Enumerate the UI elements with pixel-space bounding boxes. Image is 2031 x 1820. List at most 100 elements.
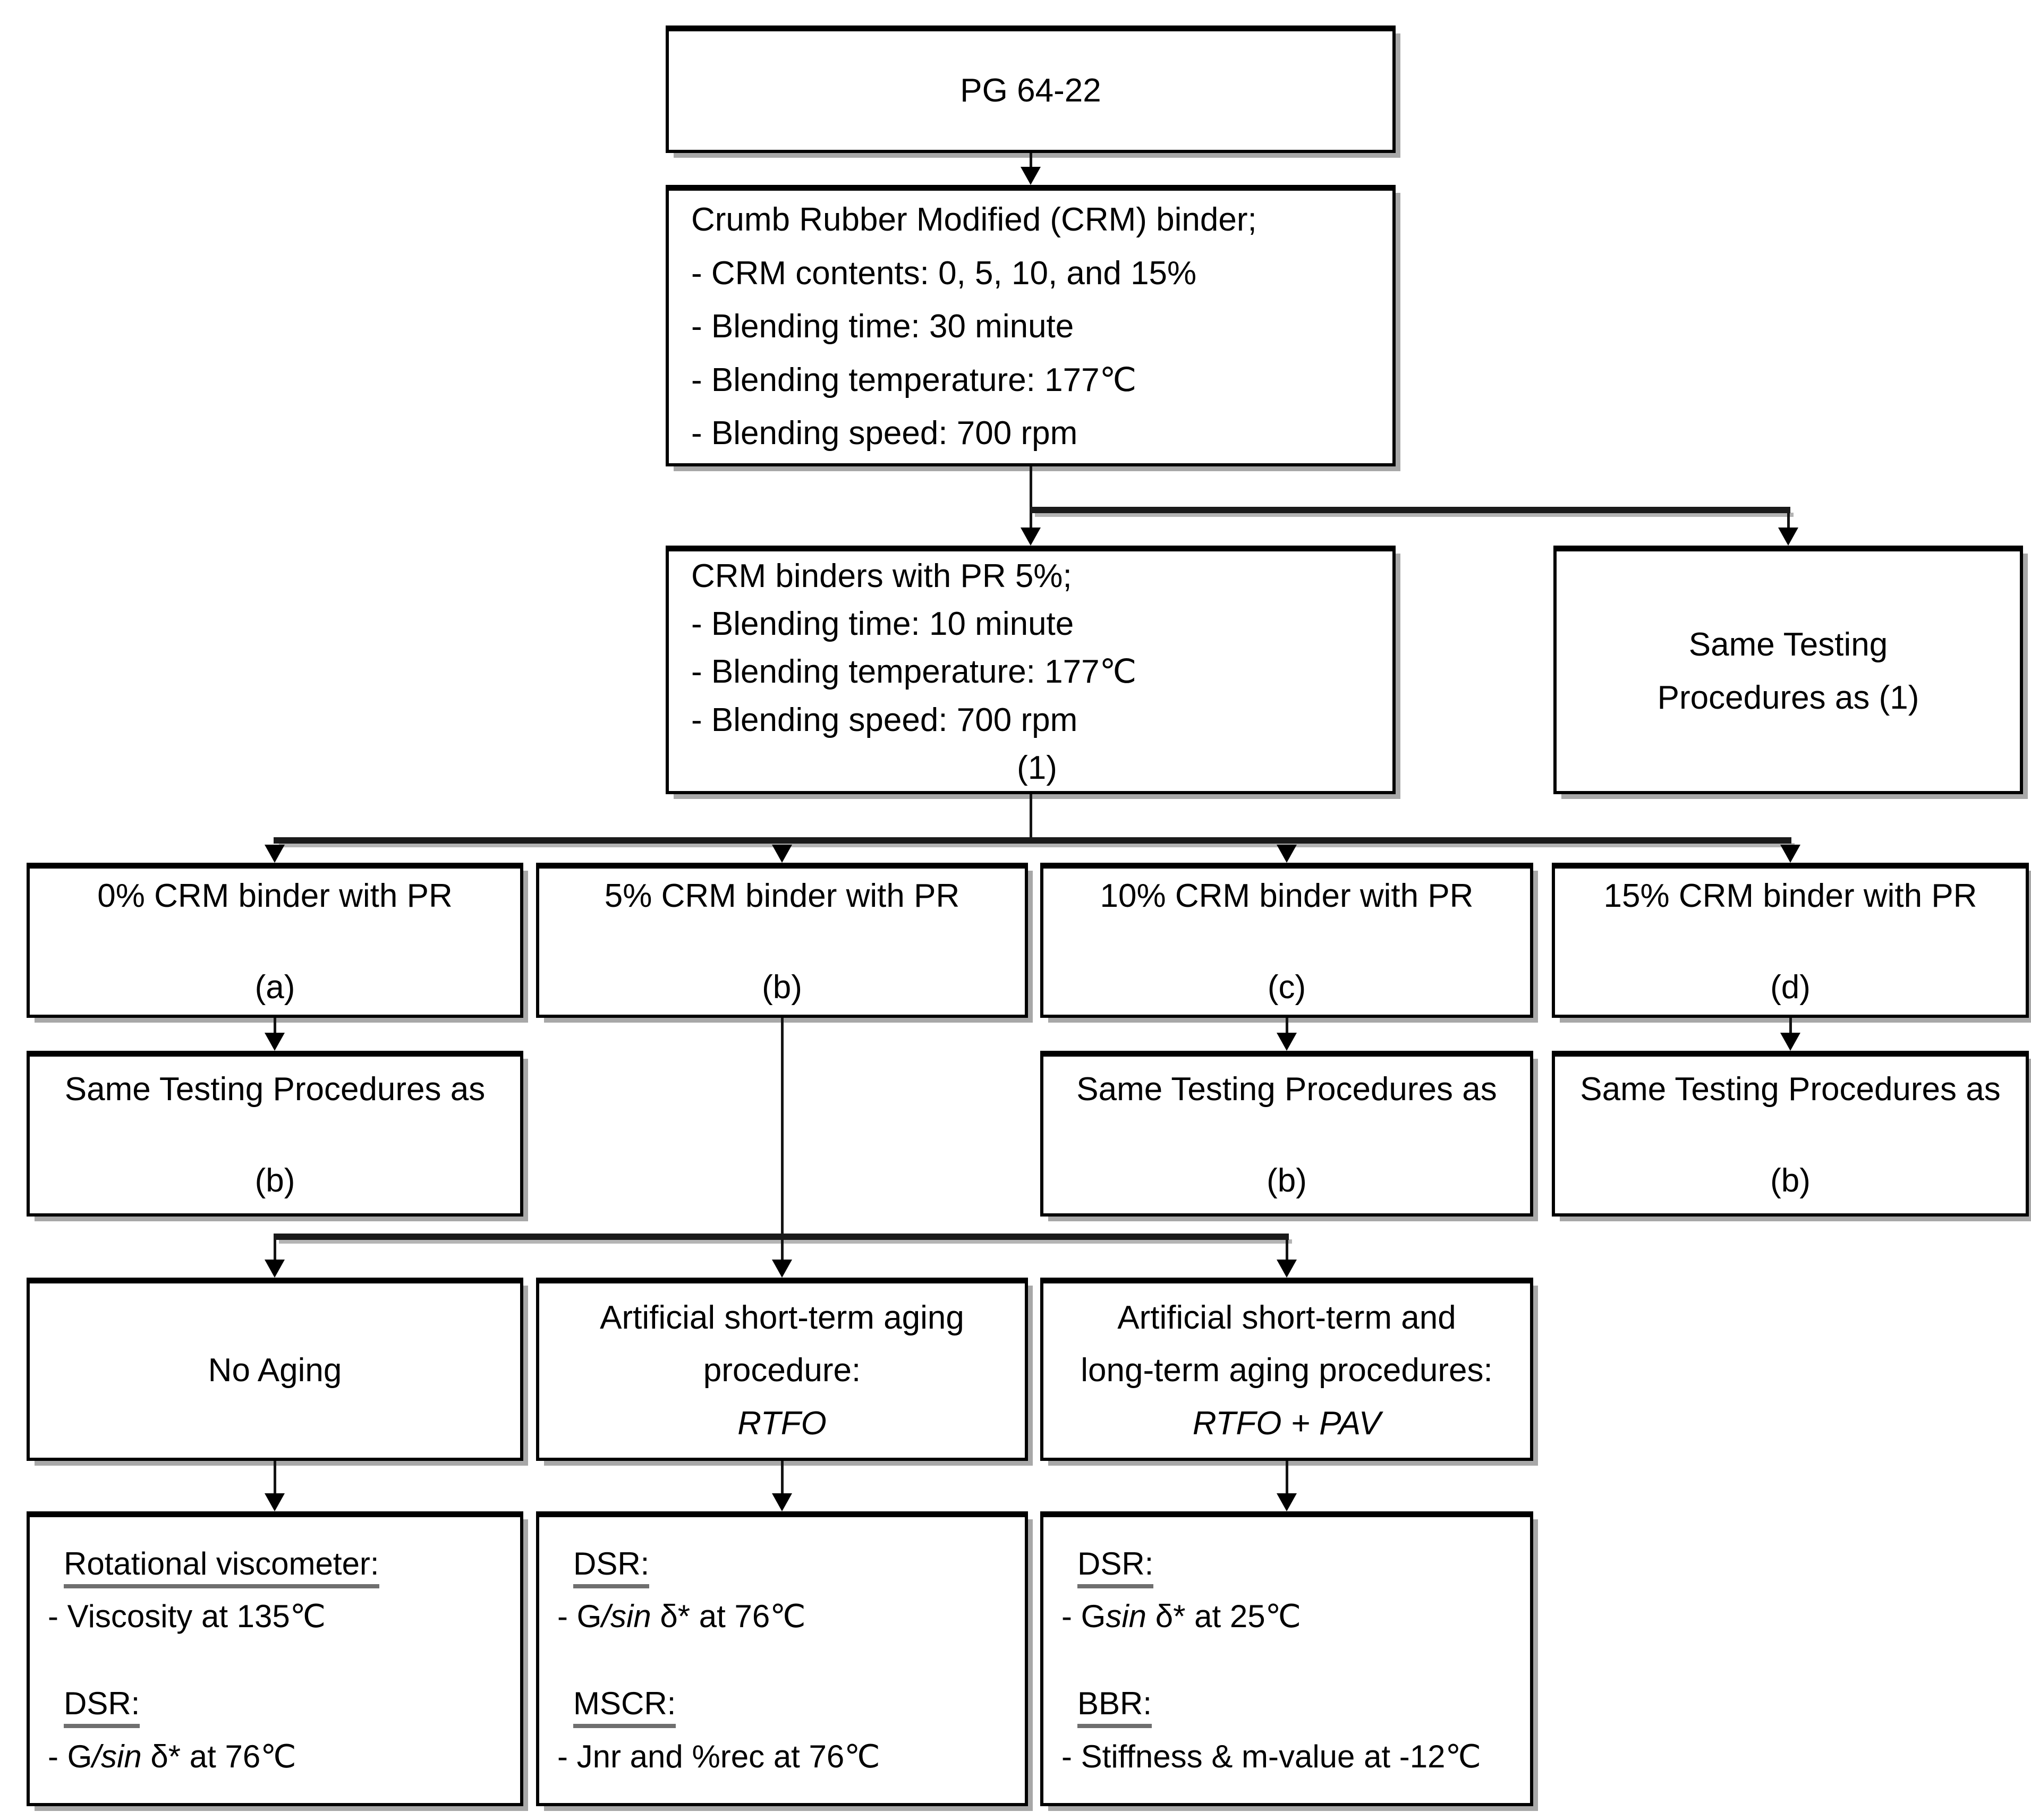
box-10pct-crm: 10% CRM binder with PR (c) [1040,863,1533,1018]
box-line: - Blending time: 30 minute [691,308,1074,345]
arrowhead-a [265,845,285,863]
box-line: No Aging [208,1352,342,1389]
box-line: - Gsin δ* at 25℃ [1061,1598,1301,1635]
arrowhead-same-d [1780,1033,1800,1051]
box-line: 0% CRM binder with PR [97,878,453,915]
box-line: - Stiffness & m-value at -12℃ [1061,1738,1481,1774]
box-line: 15% CRM binder with PR [1603,878,1977,915]
box-line [1061,1643,1070,1677]
box-line: (b) [254,1162,295,1199]
box-line [557,1643,566,1677]
connector-d-same [1789,1018,1792,1034]
box-line: Same Testing Procedures as [64,1071,486,1108]
box-line: - G/sin δ* at 76℃ [48,1738,296,1774]
arrowhead-pr5 [1021,528,1041,546]
box-line [48,1643,57,1677]
box-line: - Blending time: 10 minute [691,606,1074,643]
box-line: long-term aging procedures: [1081,1352,1493,1389]
box-line: Same Testing [1688,626,1888,664]
box-line: (a) [254,968,295,1006]
arrowhead-same1 [1778,528,1798,546]
arrowhead-b [772,845,792,863]
connector-rtfopav-tests [1286,1461,1288,1494]
box-line: procedure: [703,1352,861,1389]
box-line: - Blending speed: 700 rpm [691,415,1078,452]
box-line: - Jnr and %rec at 76℃ [557,1738,880,1774]
arrowhead-rtfo [772,1260,792,1278]
box-line: Same Testing Procedures as [1076,1071,1497,1108]
arrowhead-c [1277,845,1297,863]
box-line: - G/sin δ* at 76℃ [557,1598,806,1635]
box-line: (b) [1770,1162,1811,1199]
connector-b-stem [781,1018,784,1237]
connector-three-way [274,1234,1289,1240]
box-5pct-crm: 5% CRM binder with PR (b) [536,863,1028,1018]
box-line: (d) [1770,968,1811,1006]
arrowhead-no-aging [265,1260,285,1278]
box-no-aging: No Aging [27,1278,523,1461]
box-line: RTFO [737,1405,827,1442]
connector-four-way [274,837,1791,844]
box-tests-rtfo: DSR: - G/sin δ* at 76℃ MSCR: - Jnr and %re… [536,1511,1028,1806]
box-line: Crumb Rubber Modified (CRM) binder; [691,201,1257,239]
arrowhead-tests-unaged [265,1493,285,1511]
box-same-testing-d: Same Testing Procedures as (b) [1552,1051,2029,1217]
arrowhead-d [1780,845,1800,863]
box-line: Artificial short-term aging [600,1299,964,1337]
connector-crm-stem [1030,466,1032,510]
box-line: (b) [762,968,802,1006]
box-tests-unaged: Rotational viscometer: - Viscosity at 135… [27,1511,523,1806]
box-line: BBR: [1077,1677,1152,1730]
box-line: - Blending speed: 700 rpm [691,701,1078,738]
connector-drop-rtfo [781,1240,784,1262]
connector-drop-pr5 [1030,513,1032,529]
connector-noaging-tests [274,1461,276,1494]
box-line: DSR: [573,1537,650,1591]
box-pg-64-22: PG 64-22 [666,25,1396,153]
box-line: (b) [1267,1162,1307,1199]
box-line: PG 64-22 [960,72,1101,109]
connector-drop-noaging [274,1240,276,1262]
arrowhead-rtfo-pav [1277,1260,1297,1278]
box-line: 10% CRM binder with PR [1100,878,1474,915]
box-line: DSR: [1077,1537,1154,1591]
box-same-testing-a: Same Testing Procedures as (b) [27,1051,523,1217]
box-line: - Viscosity at 135℃ [48,1598,326,1635]
arrowhead-crm [1021,167,1041,185]
connector-c-same [1286,1018,1288,1034]
box-line: - Blending temperature: 177℃ [691,361,1137,398]
box-15pct-crm: 15% CRM binder with PR (d) [1552,863,2029,1018]
arrowhead-tests-pav [1277,1493,1297,1511]
connector-a-same [274,1018,276,1034]
box-line: (1) [1017,749,1057,786]
connector-rtfo-tests [781,1461,784,1494]
box-rtfo-aging: Artificial short-term aging procedure: RTF… [536,1278,1028,1461]
box-line: 5% CRM binder with PR [604,878,960,915]
connector-pg-crm [1030,153,1032,169]
box-line: RTFO + PAV [1192,1405,1381,1442]
box-0pct-crm: 0% CRM binder with PR (a) [27,863,523,1018]
connector-crm-branch [1030,507,1790,513]
box-same-testing-c: Same Testing Procedures as (b) [1040,1051,1533,1217]
arrowhead-same-c [1277,1033,1297,1051]
box-line: MSCR: [573,1677,676,1730]
box-line: Procedures as (1) [1657,679,1919,716]
box-crm-pr5: CRM binders with PR 5%; - Blending time: … [666,546,1396,794]
box-line: - Blending temperature: 177℃ [691,653,1137,691]
box-rtfo-pav-aging: Artificial short-term and long-term aging… [1040,1278,1533,1461]
box-line: (c) [1267,968,1306,1006]
arrowhead-same-a [265,1033,285,1051]
box-line: Same Testing Procedures as [1580,1071,2001,1108]
box-line: Artificial short-term and [1117,1299,1456,1337]
connector-drop-rtfopav [1286,1240,1288,1262]
box-line: CRM binders with PR 5%; [691,558,1072,594]
box-line: - CRM contents: 0, 5, 10, and 15% [691,254,1197,292]
connector-pr5-stem [1030,794,1032,840]
arrowhead-tests-rtfo [772,1493,792,1511]
box-line: DSR: [64,1677,140,1730]
box-tests-pav: DSR: - Gsin δ* at 25℃ BBR: - Stiffness & m… [1040,1511,1533,1806]
connector-drop-same1 [1787,513,1790,529]
box-line: Rotational viscometer: [64,1537,379,1591]
